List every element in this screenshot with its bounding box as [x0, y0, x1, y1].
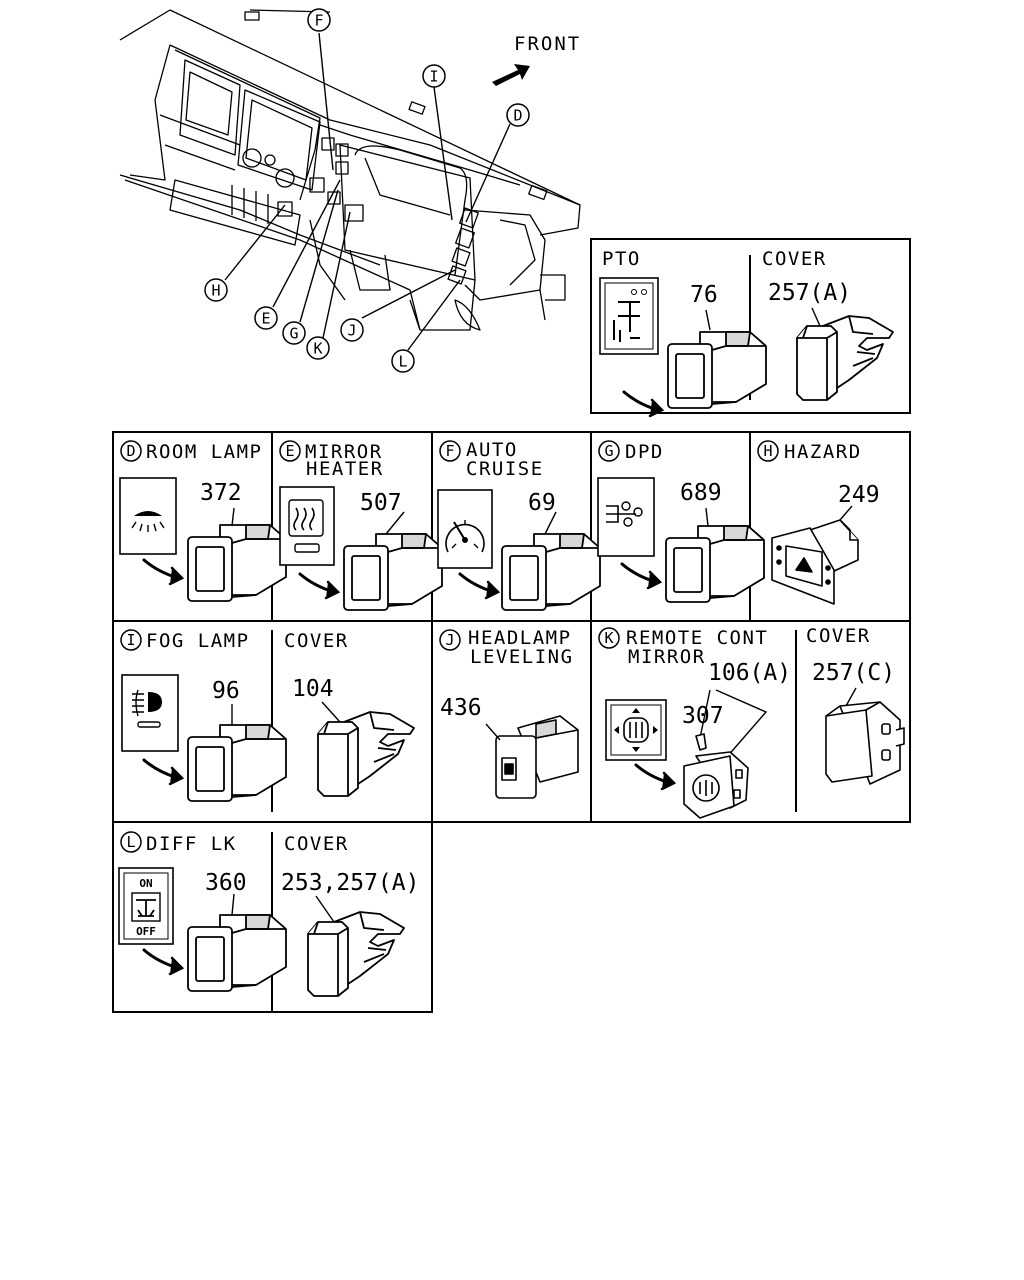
pto-cover-part-number: 257(A) [768, 280, 851, 306]
hazard-letter: H [763, 442, 772, 460]
svg-text:E: E [261, 310, 270, 328]
mirror-cover-title: COVER [806, 625, 871, 647]
hazard-icon [771, 519, 859, 605]
callout-D: D [506, 103, 530, 127]
fog-lamp-icon [121, 674, 179, 752]
callout-G: G [282, 321, 306, 345]
svg-text:L: L [398, 353, 407, 371]
svg-text:K: K [313, 340, 322, 358]
cruise-icon [437, 489, 493, 569]
pto-part-number: 76 [690, 282, 718, 308]
callout-F: F [307, 8, 331, 32]
mirror-heater-letter: E [285, 442, 294, 460]
callout-H: H [204, 278, 228, 302]
auto-cruise-title-1: AUTO [466, 439, 518, 461]
mirror-heater-part-number: 507 [360, 490, 402, 516]
remote-mirror-panel: K REMOTE CONT MIRROR 106(A) 307 [598, 627, 791, 819]
pto-cover-panel: COVER 257(A) [762, 248, 894, 401]
auto-cruise-part-number: 69 [528, 490, 556, 516]
svg-text:I: I [429, 68, 438, 86]
fog-lamp-part-number: 96 [212, 678, 240, 704]
hazard-panel: H HAZARD 249 [757, 440, 880, 605]
auto-cruise-letter: F [445, 442, 454, 460]
front-arrow-icon [492, 64, 530, 86]
callout-leaders [224, 32, 511, 351]
diff-cover-panel: COVER 253,257(A) [281, 833, 419, 997]
svg-text:G: G [289, 325, 298, 343]
callout-J: J [340, 318, 364, 342]
dashboard-illustration [119, 9, 581, 331]
diff-lock-title: DIFF LK [146, 833, 237, 855]
diff-lock-icon-on: ON [139, 877, 152, 890]
dpd-part-number: 689 [680, 480, 722, 506]
diff-lock-icon: ON OFF [118, 867, 174, 945]
room-lamp-title: ROOM LAMP [146, 441, 262, 463]
mirror-cover-part-number: 257(C) [812, 660, 895, 686]
callout-I: I [422, 64, 446, 88]
mirror-heater-title-2: HEATER [306, 458, 384, 480]
diff-lock-icon-off: OFF [136, 925, 156, 938]
svg-text:D: D [513, 107, 522, 125]
remote-mirror-letter: K [604, 629, 613, 647]
headlamp-leveling-letter: J [445, 631, 454, 649]
fog-lamp-title: FOG LAMP [146, 630, 250, 652]
headlamp-leveling-part-number: 436 [440, 695, 482, 721]
mirror-heater-panel: E MIRROR HEATER 507 [279, 440, 443, 611]
remote-mirror-title-2: MIRROR [628, 646, 706, 668]
callout-E: E [254, 306, 278, 330]
mirror-cover-part [825, 701, 905, 785]
svg-text:H: H [211, 282, 220, 300]
fog-cover-title: COVER [284, 630, 349, 652]
diff-cover-part-number: 253,257(A) [281, 870, 419, 896]
pto-panel: PTO 76 [599, 248, 767, 418]
auto-cruise-title-2: CRUISE [466, 458, 544, 480]
room-lamp-part-number: 372 [200, 480, 242, 506]
headlamp-leveling-panel: J HEADLAMP LEVELING 436 [439, 627, 579, 799]
headlamp-leveling-title-1: HEADLAMP [468, 627, 572, 649]
remote-mirror-title-1: REMOTE CONT [626, 627, 768, 649]
callout-K: K [306, 336, 330, 360]
auto-cruise-panel: F AUTO CRUISE 69 [437, 439, 601, 611]
mirror-heater-icon [279, 486, 335, 566]
fog-cover-part-number: 104 [292, 676, 334, 702]
mirror-heater-title-1: MIRROR [305, 441, 383, 463]
diff-cover-title: COVER [284, 833, 349, 855]
room-lamp-panel: D ROOM LAMP 372 [119, 440, 287, 602]
front-label: FRONT [514, 33, 581, 55]
pto-icon [599, 277, 659, 355]
headlamp-leveling-title-2: LEVELING [470, 646, 574, 668]
hazard-title: HAZARD [784, 441, 862, 463]
hazard-part-number: 249 [838, 482, 880, 508]
fog-cover-panel: COVER 104 [284, 630, 415, 797]
diff-lock-letter: L [126, 833, 135, 851]
dpd-letter: G [604, 442, 613, 460]
diff-lock-part-number: 360 [205, 870, 247, 896]
callout-L: L [391, 349, 415, 373]
pto-cover-title: COVER [762, 248, 827, 270]
svg-text:F: F [314, 12, 323, 30]
dpd-panel: G DPD 689 [597, 440, 765, 603]
remote-mirror-part-number-1: 106(A) [708, 660, 791, 686]
headlamp-leveling-icon [495, 715, 579, 799]
fog-lamp-letter: I [126, 631, 135, 649]
mirror-cover-panel: COVER 257(C) [806, 625, 905, 785]
svg-text:J: J [347, 322, 356, 340]
mirror-control-icon [605, 699, 667, 761]
room-lamp-icon [119, 477, 177, 555]
room-lamp-letter: D [126, 442, 135, 460]
fog-lamp-panel: I FOG LAMP 96 [120, 629, 287, 802]
mirror-control-switch [683, 733, 749, 819]
diff-lock-panel: L DIFF LK 360 ON OFF [118, 831, 287, 992]
dpd-icon [597, 477, 655, 557]
dpd-title: DPD [625, 441, 664, 463]
pto-title: PTO [602, 248, 641, 270]
